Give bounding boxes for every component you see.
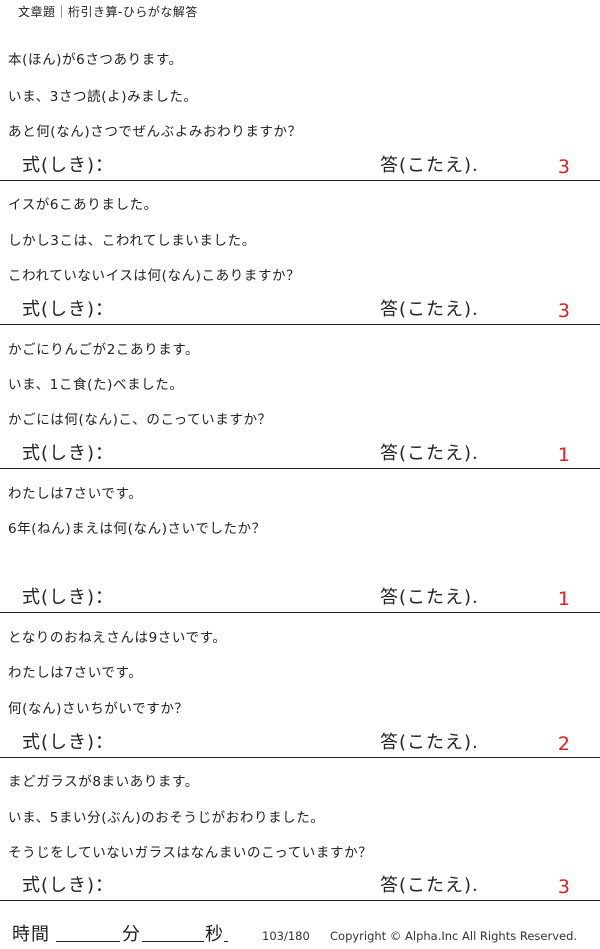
problem-line: こわれていないイスは何(なん)こありますか？ xyxy=(8,268,301,284)
problem-line: いま、3さつ読(よ)みました。 xyxy=(8,89,198,105)
formula-label: 式(しき)： xyxy=(22,443,115,464)
answer-value: 2 xyxy=(557,733,570,755)
problem-line: となりのおねえさんは9さいです。 xyxy=(8,630,227,646)
seconds-label: 秒 xyxy=(205,924,223,945)
answer-value: 1 xyxy=(557,444,570,466)
problem-line: いま、1こ食(た)べました。 xyxy=(8,377,184,393)
minutes-blank xyxy=(56,941,120,942)
problem-line: そうじをしていないガラスはなんまいのこっていますか？ xyxy=(8,845,373,861)
seconds-blank xyxy=(142,941,204,942)
time-label: 時間 xyxy=(12,924,50,945)
answer-value: 3 xyxy=(557,156,570,178)
problem-line: かごには何(なん)こ、のこっていますか？ xyxy=(8,412,272,428)
answer-label: 答(こたえ). xyxy=(380,155,479,176)
problem-line: イスが6こありました。 xyxy=(8,197,158,213)
formula-label: 式(しき)： xyxy=(22,587,115,608)
formula-label: 式(しき)： xyxy=(22,732,115,753)
answer-row: 式(しき)： 答(こたえ). 3 xyxy=(0,294,600,325)
answer-row: 式(しき)： 答(こたえ). 1 xyxy=(0,438,600,469)
problem-line: あと何(なん)さつでぜんぶよみおわりますか？ xyxy=(8,124,302,140)
problem-line: まどガラスが8まいあります。 xyxy=(8,774,199,790)
answer-value: 3 xyxy=(557,876,570,898)
problem-line: 本(ほん)が6さつあります。 xyxy=(8,52,183,68)
copyright-notice: Copyright © Alpha.Inc All Rights Reserve… xyxy=(330,929,578,943)
problem-line: 6年(ねん)まえは何(なん)さいでしたか？ xyxy=(8,521,266,537)
answer-value: 1 xyxy=(557,588,570,610)
problem-line: わたしは7さいです。 xyxy=(8,665,143,681)
formula-label: 式(しき)： xyxy=(22,299,115,320)
answer-label: 答(こたえ). xyxy=(380,875,479,896)
answer-label: 答(こたえ). xyxy=(380,587,479,608)
answer-value: 3 xyxy=(557,300,570,322)
formula-label: 式(しき)： xyxy=(22,155,115,176)
answer-row: 式(しき)： 答(こたえ). 3 xyxy=(0,150,600,181)
problem-line: 何(なん)さいちがいですか？ xyxy=(8,701,189,717)
page-number: 103/180 xyxy=(262,929,310,943)
answer-label: 答(こたえ). xyxy=(380,732,479,753)
seconds-trail-blank xyxy=(224,941,228,942)
problem-line: しかし3こは、こわれてしまいました。 xyxy=(8,233,256,249)
problem-line: わたしは7さいです。 xyxy=(8,486,143,502)
problem-line: いま、5まい分(ぶん)のおそうじがおわりました。 xyxy=(8,810,325,826)
minutes-label: 分 xyxy=(122,924,140,945)
problem-line: かごにりんごが2こあります。 xyxy=(8,342,200,358)
answer-row: 式(しき)： 答(こたえ). 1 xyxy=(0,582,600,613)
worksheet-title: 文章題｜桁引き算-ひらがな解答 xyxy=(18,5,198,19)
answer-label: 答(こたえ). xyxy=(380,443,479,464)
answer-row: 式(しき)： 答(こたえ). 3 xyxy=(0,870,600,901)
answer-row: 式(しき)： 答(こたえ). 2 xyxy=(0,727,600,758)
formula-label: 式(しき)： xyxy=(22,875,115,896)
answer-label: 答(こたえ). xyxy=(380,299,479,320)
